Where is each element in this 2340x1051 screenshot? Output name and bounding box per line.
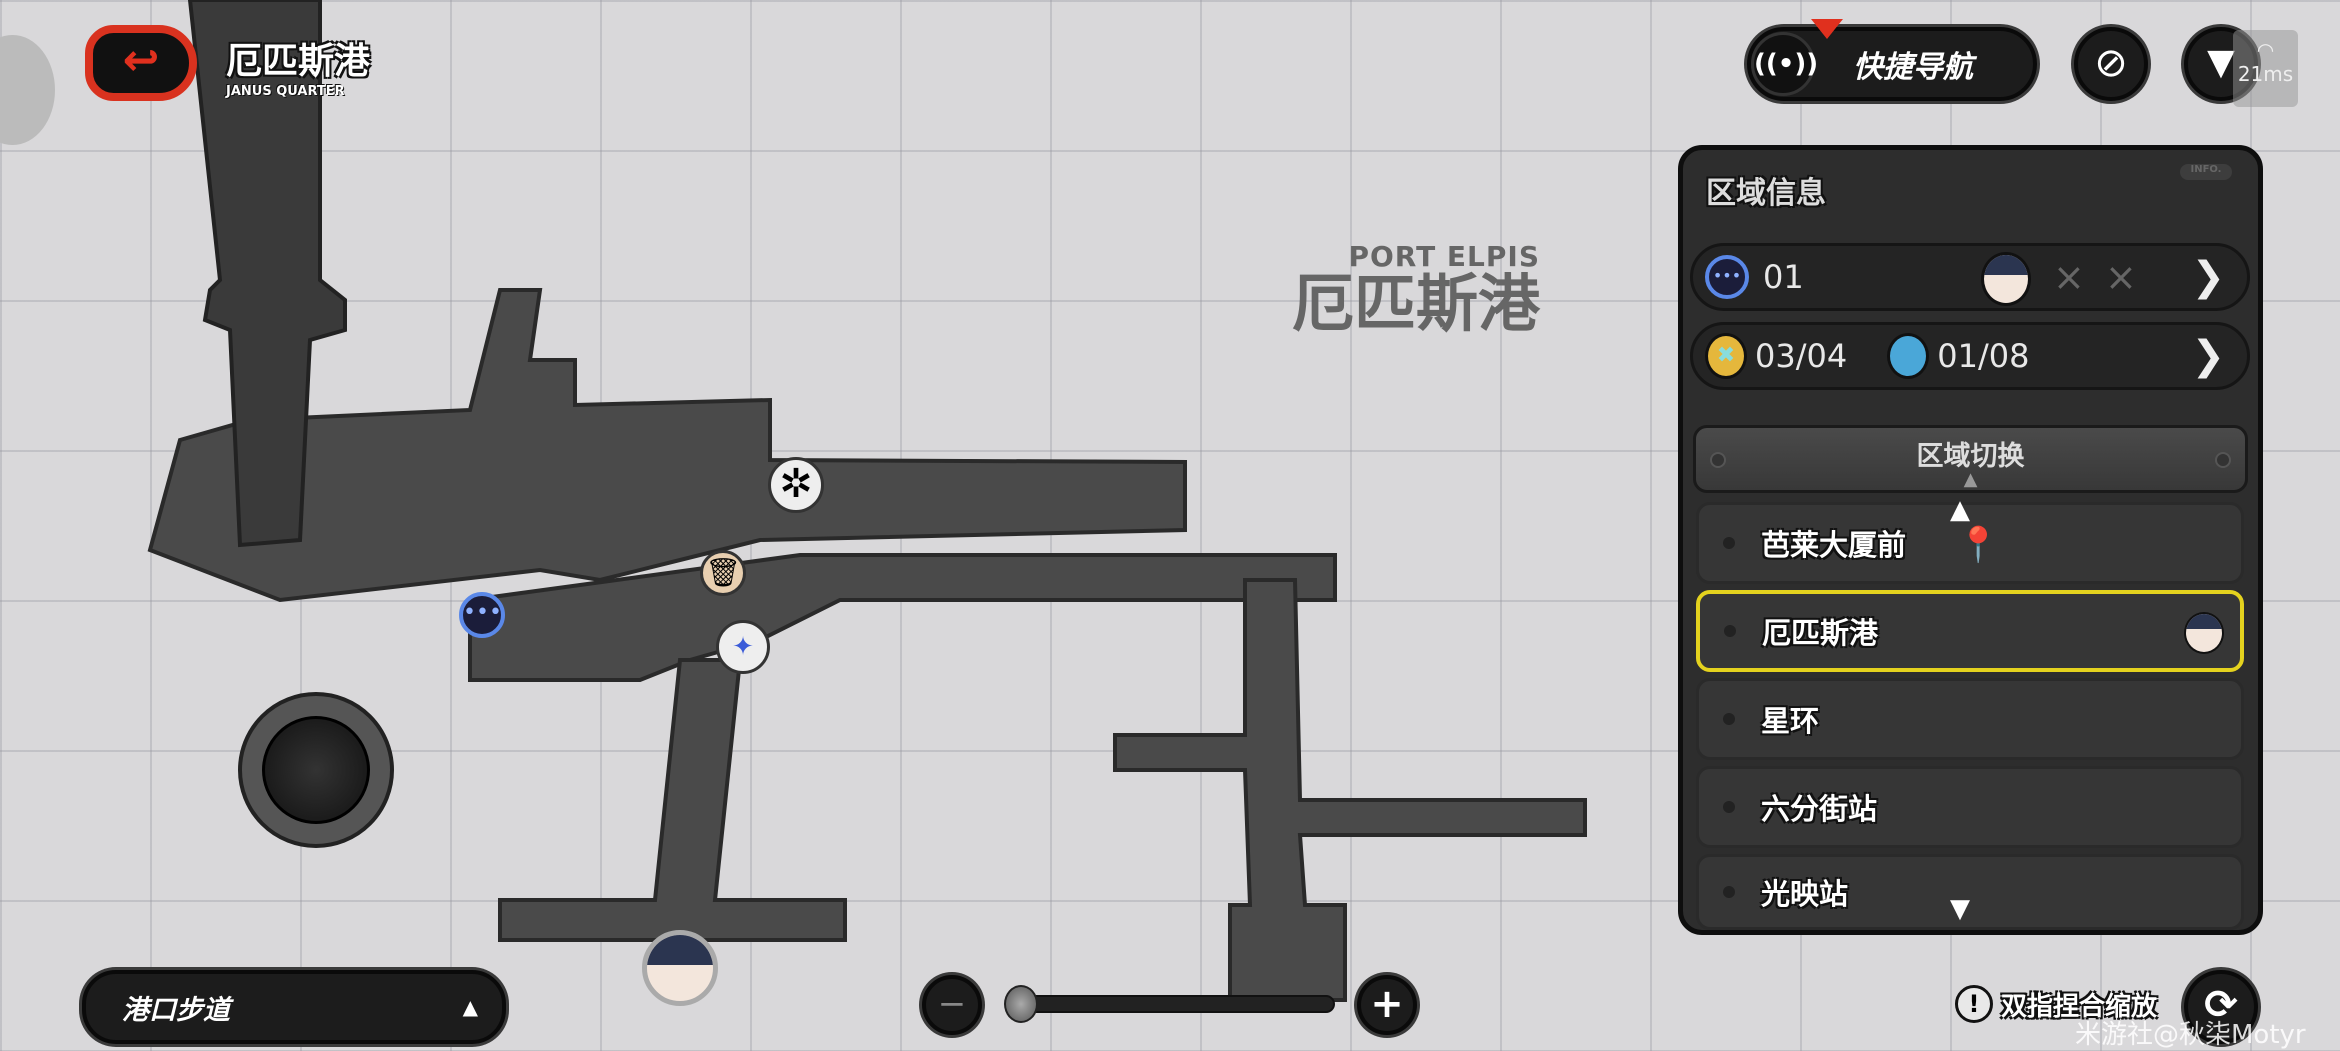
back-button[interactable]: ↩ <box>85 25 197 101</box>
area-item-selected[interactable]: 厄匹斯港 <box>1696 590 2244 672</box>
map-corridor <box>468 553 1337 682</box>
caret-up-icon: ▲ <box>462 995 478 1019</box>
info-tag: INFO. <box>2180 164 2232 180</box>
zoom-in-button[interactable]: + <box>1357 975 1417 1035</box>
screw-icon <box>2215 452 2231 468</box>
bangboo-marker-icon[interactable]: ✦ <box>716 620 770 674</box>
area-item[interactable]: 芭莱大厦前 📍 <box>1696 502 2244 584</box>
compass-button[interactable]: ⊘ <box>2074 27 2148 101</box>
scroll-up-icon[interactable]: ▲ <box>1950 495 1970 525</box>
scroll-down-icon[interactable]: ▼ <box>1950 894 1970 924</box>
bangboo-collectible-count: 01/08 <box>1937 337 2030 375</box>
location-pin-icon: 📍 <box>1957 525 2000 565</box>
joystick[interactable] <box>238 692 394 848</box>
subtitle-text: JANUS QUARTER <box>226 84 345 99</box>
area-item-label: 六分街站 <box>1761 792 1878 826</box>
map-label: PORT ELPIS 厄匹斯港 <box>1170 240 1540 335</box>
fan-marker-icon[interactable]: ✲ <box>768 457 824 513</box>
ping-text: 21ms <box>2237 62 2294 86</box>
pinch-hint-text: 双指捏合缩放 <box>2001 991 2158 1022</box>
collectibles-row[interactable]: ✖ 03/04 01/08 ❯ <box>1690 322 2250 390</box>
empty-slot-1: × <box>2053 255 2085 299</box>
chat-marker-icon[interactable]: ••• <box>459 592 505 638</box>
wifi-icon: ◠ <box>2256 38 2275 62</box>
player-avatar-marker[interactable] <box>642 930 718 1006</box>
alert-badge-icon <box>1811 19 1843 39</box>
area-item[interactable]: 星环 <box>1696 678 2244 760</box>
signal-icon: ((•)) <box>1751 32 1818 96</box>
trash-marker-icon[interactable]: 🗑 <box>700 550 746 596</box>
agent-avatar <box>1981 252 2031 306</box>
zoom-slider-handle[interactable] <box>1004 985 1038 1023</box>
commission-count: 01 <box>1763 258 1804 296</box>
page-title: 厄匹斯港 JANUS QUARTER <box>226 32 370 99</box>
screw-icon <box>1710 452 1726 468</box>
sub-area-selector[interactable]: 港口步道 ▲ <box>82 970 506 1044</box>
area-item-label: 厄匹斯港 <box>1762 616 1879 650</box>
sub-area-label: 港口步道 <box>122 994 230 1026</box>
chat-icon: ••• <box>1705 255 1749 299</box>
caret-up-icon: ▲ <box>1963 469 1978 490</box>
pinch-hint: ! 双指捏合缩放 <box>1955 985 2157 1023</box>
exclamation-icon: ! <box>1955 985 1993 1023</box>
quick-nav-button[interactable]: ((•)) 快捷导航 <box>1747 19 2037 101</box>
chevron-right-icon[interactable]: ❯ <box>2191 333 2225 379</box>
tower <box>187 0 347 548</box>
area-item-label: 芭莱大厦前 <box>1761 528 1907 562</box>
ping-indicator: ◠ 21ms <box>2233 30 2298 107</box>
area-switch-header[interactable]: 区域切换 ▲ <box>1693 425 2248 493</box>
area-item-label: 光映站 <box>1761 877 1849 911</box>
area-item[interactable]: 六分街站 <box>1696 766 2244 848</box>
tv-collectible-icon: ✖ <box>1705 333 1747 379</box>
map-label-en: PORT ELPIS <box>1348 240 1540 273</box>
tv-collectible-count: 03/04 <box>1755 337 1848 375</box>
area-switch-title: 区域切换 <box>1916 441 2025 472</box>
map-room-west <box>147 288 1187 603</box>
bangboo-collectible-icon <box>1887 333 1930 379</box>
zoom-slider[interactable] <box>1004 985 1335 1023</box>
quick-nav-label: 快捷导航 <box>1853 50 1973 85</box>
map-corridor-east <box>1113 578 1587 1002</box>
empty-slot-2: × <box>2105 255 2137 299</box>
area-item-label: 星环 <box>1761 704 1820 738</box>
commission-row[interactable]: ••• 01 × × ❯ <box>1690 243 2250 311</box>
zoom-out-button[interactable]: − <box>922 975 982 1035</box>
title-text: 厄匹斯港 <box>226 41 371 82</box>
map-label-cn: 厄匹斯港 <box>1291 267 1540 340</box>
agent-avatar <box>2184 612 2224 654</box>
area-item[interactable]: 光映站 <box>1696 854 2244 930</box>
joystick-knob[interactable] <box>262 716 370 824</box>
watermark: 米游社@秋柒Motyr <box>2075 1020 2306 1050</box>
map-corridor-south <box>498 658 847 942</box>
chevron-right-icon[interactable]: ❯ <box>2191 254 2225 300</box>
panel-title: 区域信息 <box>1706 176 1826 211</box>
